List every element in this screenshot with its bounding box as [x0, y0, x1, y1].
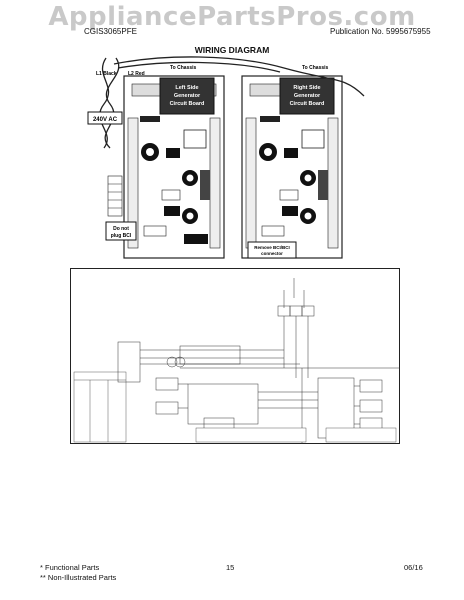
schematic-diagram	[70, 268, 400, 444]
publication-number: Publication No. 5995675955	[330, 27, 431, 36]
publication-date: 06/16	[404, 563, 423, 572]
l2-label: L2 Red	[128, 71, 145, 77]
watermark: AppliancePartsPros.com	[48, 2, 416, 32]
left-board-label-1: Left Side	[175, 85, 198, 91]
right-board-label-2: Generator	[294, 93, 321, 99]
chassis-left-label: To Chassis	[170, 65, 197, 71]
left-board-label-3: Circuit Board	[170, 101, 205, 107]
chassis-right-label: To Chassis	[302, 65, 329, 71]
l1-label: L1 Black	[96, 71, 117, 77]
generator-wiring-diagram: Left Side Generator Circuit Board Right …	[87, 56, 365, 259]
notes-box	[195, 427, 307, 443]
non-illustrated-parts-note: ** Non-Illustrated Parts	[40, 573, 117, 582]
voltage-label: 240V AC	[93, 117, 118, 123]
left-board-label-2: Generator	[174, 93, 201, 99]
remove-bci-label-2: connector	[261, 251, 283, 256]
do-not-plug-label-2: plug BCI	[111, 233, 132, 239]
page-title: WIRING DIAGRAM	[194, 45, 270, 55]
remove-bci-label-1: Remove BCI/BCI	[254, 245, 290, 250]
left-board: Left Side Generator Circuit Board	[123, 75, 225, 259]
right-board-label-3: Circuit Board	[290, 101, 325, 107]
title-block	[325, 427, 397, 443]
right-board-label-1: Right Side	[293, 85, 320, 91]
wire-color-legend	[73, 371, 127, 443]
power-cord	[99, 56, 365, 149]
footer-legend: * Functional Parts ** Non-Illustrated Pa…	[40, 563, 116, 583]
model-number: CGIS3065PFE	[84, 27, 137, 36]
page-number: 15	[226, 563, 235, 572]
functional-parts-note: * Functional Parts	[40, 563, 100, 572]
do-not-plug-label-1: Do not	[113, 226, 129, 232]
connector-block	[107, 175, 123, 217]
right-board: Right Side Generator Circuit Board	[241, 75, 343, 259]
